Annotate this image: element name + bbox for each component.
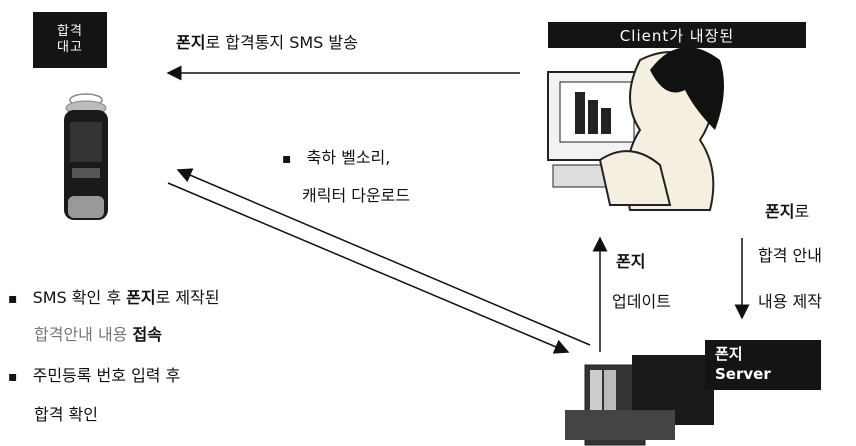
sms-notice: 폰지로 합격통지 SMS 발송 [176,33,358,53]
step1-line2: 합격안내 내용 접속 [34,325,162,345]
phone-screen-line2: 대고 [57,40,83,55]
update-label-line2: 업데이트 [612,292,671,311]
create-label-line2: 합격 안내 [758,246,822,265]
step1-text-c: 합격안내 내용 [34,325,133,344]
step2-line1: 주민등록 번호 입력 후 [8,366,181,387]
client-banner-text: Client가 내장된 [619,26,735,45]
create-label-line1: 폰지로 [765,202,809,222]
server-label: 폰지 Server [705,340,821,390]
client-banner: Client가 내장된 [548,22,806,48]
client-computer-illustration [547,47,724,211]
step1-text-b: 로 제작된 [155,288,220,307]
download-arrow-up [176,168,591,346]
step1-line1: SMS 확인 후 폰지로 제작된 [8,288,220,309]
step2-line2: 합격 확인 [34,405,98,424]
server-computer-illustration [565,355,714,446]
step1-brand: 폰지 [126,288,156,307]
update-label-line1: 폰지 [616,252,646,271]
phone-screen: 합격 대고 [33,12,107,68]
sms-notice-brand: 폰지 [176,33,206,52]
download-notice-line1: 축하 벨소리, [282,148,391,169]
download-notice-line2: 캐릭터 다운로드 [302,186,411,205]
create-label-rest: 로 [794,202,810,221]
step1-text-a: SMS 확인 후 [32,288,127,307]
create-label-brand: 폰지 [765,202,795,221]
phone-screen-line1: 합격 [57,24,83,39]
connect-arrow-down [167,182,570,354]
download-notice-text1: 축하 벨소리, [306,148,391,167]
step1-text-d: 접속 [132,325,162,344]
server-label-line2: Server [715,365,771,383]
mobile-phone-icon [64,93,108,220]
create-label-line3: 내용 제작 [758,292,822,311]
sms-notice-text: 로 합격통지 SMS 발송 [205,33,358,52]
step2-text-a: 주민등록 번호 입력 후 [32,366,181,385]
server-label-line1: 폰지 [715,345,743,363]
